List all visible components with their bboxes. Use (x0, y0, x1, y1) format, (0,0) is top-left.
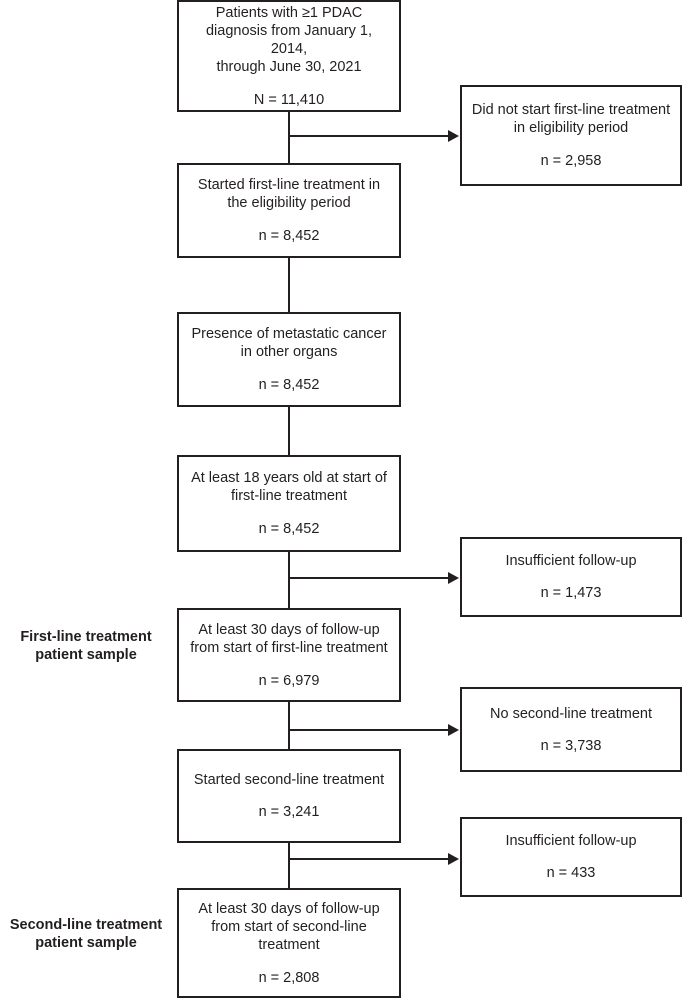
arrowhead-insufficient-followup-2 (448, 853, 459, 865)
node-started-second-line-count: n = 3,241 (258, 804, 320, 820)
excl-insufficient-followup-2-title: Insufficient follow-up (505, 833, 637, 849)
excl-insufficient-followup-1-count: n = 1,473 (540, 585, 602, 601)
node-followup-second-line: At least 30 days of follow-up from start… (177, 888, 401, 998)
arrowhead-no-second-line (448, 724, 459, 736)
node-started-second-line-title: Started second-line treatment (193, 772, 385, 788)
connector-first-line-to-metastatic (288, 258, 290, 312)
node-started-second-line: Started second-line treatment n = 3,241 (177, 749, 401, 843)
excl-no-second-line-count: n = 3,738 (540, 737, 602, 754)
excl-insufficient-followup-1-title: Insufficient follow-up (505, 553, 637, 569)
node-metastatic: Presence of metastatic cancer in other o… (177, 312, 401, 407)
node-started-first-line: Started first-line treatment in the elig… (177, 163, 401, 258)
branch-line-no-first-line (288, 135, 450, 137)
excl-insufficient-followup-2-count: n = 433 (546, 865, 596, 881)
node-age-count: n = 8,452 (258, 521, 320, 537)
connector-followup1-to-second-line (288, 702, 290, 749)
branch-line-insufficient-followup-2 (288, 858, 450, 860)
label-first-line-sample: First-line treatment patient sample (20, 629, 152, 663)
excl-no-first-line-title: Did not start first-line treatment in el… (471, 102, 671, 136)
connector-age-to-followup1 (288, 552, 290, 608)
node-started-first-line-count: n = 8,452 (258, 228, 320, 244)
node-cohort-title: Patients with ≥1 PDAC diagnosis from Jan… (205, 4, 373, 75)
excl-no-first-line-count: n = 2,958 (540, 153, 602, 169)
arrowhead-insufficient-followup-1 (448, 572, 459, 584)
excl-insufficient-followup-1: Insufficient follow-up n = 1,473 (460, 537, 682, 617)
branch-line-insufficient-followup-1 (288, 577, 450, 579)
node-started-first-line-title: Started first-line treatment in the elig… (197, 177, 381, 211)
label-second-line-sample: Second-line treatment patient sample (9, 917, 163, 951)
connector-second-line-to-followup2 (288, 843, 290, 888)
node-followup-second-line-title: At least 30 days of follow-up from start… (198, 900, 380, 953)
node-cohort: Patients with ≥1 PDAC diagnosis from Jan… (177, 0, 401, 112)
node-metastatic-count: n = 8,452 (258, 377, 320, 393)
node-age-title: At least 18 years old at start of first-… (191, 470, 387, 504)
excl-insufficient-followup-2: Insufficient follow-up n = 433 (460, 817, 682, 897)
connector-cohort-to-first-line (288, 112, 290, 163)
excl-no-second-line-title: No second-line treatment (490, 705, 652, 722)
node-age: At least 18 years old at start of first-… (177, 455, 401, 552)
excl-no-first-line: Did not start first-line treatment in el… (460, 85, 682, 186)
connector-metastatic-to-age (288, 407, 290, 455)
arrowhead-no-first-line (448, 130, 459, 142)
node-followup-first-line-title: At least 30 days of follow-up from start… (190, 621, 388, 656)
node-followup-second-line-count: n = 2,808 (258, 969, 320, 986)
node-metastatic-title: Presence of metastatic cancer in other o… (191, 326, 387, 360)
branch-line-no-second-line (288, 729, 450, 731)
node-followup-first-line: At least 30 days of follow-up from start… (177, 608, 401, 702)
node-followup-first-line-count: n = 6,979 (258, 672, 320, 689)
node-cohort-count: N = 11,410 (253, 91, 325, 108)
excl-no-second-line: No second-line treatment n = 3,738 (460, 687, 682, 772)
